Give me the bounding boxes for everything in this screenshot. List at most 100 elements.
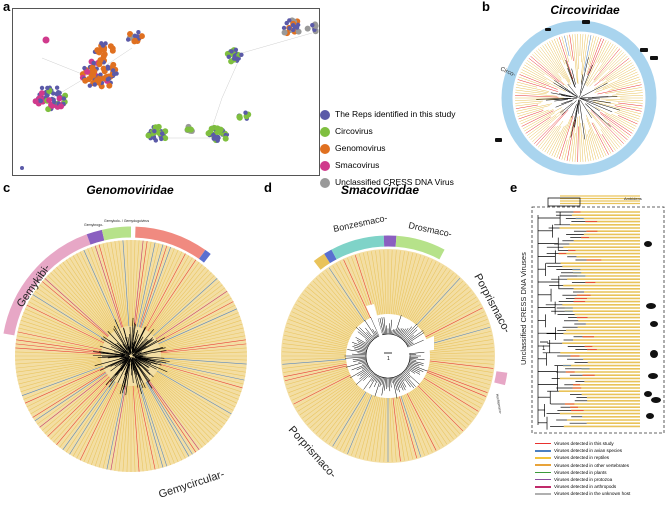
- clade-label-small2: Gemykolo- / Gemyduguivirus: [104, 219, 149, 223]
- panel-c-title: Genomoviridae: [86, 183, 174, 197]
- legend-label: Viruses detected in arthropods: [554, 484, 617, 490]
- network-node: [92, 82, 98, 87]
- legend-item: Viruses detected in other vertebrates: [535, 462, 630, 469]
- legend-label: Viruses detected in plants: [554, 469, 607, 475]
- panel-d-letter: d: [264, 180, 272, 195]
- legend-label: Viruses detected in other vertebrates: [554, 462, 629, 468]
- tree-branches: [537, 197, 588, 430]
- network-node: [215, 134, 221, 140]
- legend-item: Smacovirus: [320, 157, 455, 174]
- legend-dot: [320, 160, 330, 171]
- panel-b-title: Circoviridae: [550, 3, 620, 17]
- network-node: [98, 72, 103, 77]
- top-label: Ambidens: [624, 196, 642, 201]
- legend-label: Genomovirus: [335, 143, 386, 153]
- clade-label-bonzesmaco: Bonzesmaco-: [332, 213, 388, 234]
- network-plot: [12, 8, 320, 176]
- genomoviridae-tree: Gemykibi- Gemycircular- Gemykrogo- Gemyk…: [3, 219, 249, 501]
- legend-label: The Reps identified in this study: [335, 109, 456, 119]
- legend-item: Circovirus: [320, 123, 455, 140]
- network-node: [304, 25, 311, 32]
- network-node: [236, 113, 243, 120]
- network-node: [110, 61, 117, 68]
- network-node: [84, 68, 91, 75]
- network-node: [215, 138, 220, 143]
- clade-label-small: Huchismaco-: [495, 393, 503, 415]
- network-node: [107, 43, 114, 50]
- host-legend: Viruses detected in this study Viruses d…: [535, 440, 630, 498]
- clade-label-drosmaco: Drosmaco-: [408, 220, 453, 239]
- network-node: [39, 85, 45, 91]
- network-node: [233, 47, 239, 53]
- legend-label: Viruses detected in reptiles: [554, 455, 610, 461]
- network-node: [38, 98, 44, 104]
- network-node: [287, 26, 292, 31]
- network-node: [131, 37, 138, 44]
- network-node: [38, 90, 45, 97]
- network-node: [61, 96, 67, 101]
- scale-label: 1: [542, 346, 546, 352]
- legend-label: Viruses detected in avian species: [554, 448, 623, 454]
- network-node: [44, 93, 49, 98]
- side-label: Unclassified CRESS DNA Viruses: [520, 252, 528, 365]
- legend-item: Viruses detected in avian species: [535, 447, 630, 454]
- smacoviridae-tree: 1 Bonzesmaco- Drosmaco- Porprismaco- Por…: [279, 213, 512, 481]
- legend-label: Viruses detected in the unknown host: [554, 491, 631, 497]
- legend-item: Viruses detected in the unknown host: [535, 490, 630, 497]
- network-node: [211, 132, 216, 138]
- legend-item: Viruses detected in reptiles: [535, 454, 630, 461]
- network-node: [57, 90, 62, 96]
- network-node: [162, 135, 169, 142]
- host-silhouettes: [644, 241, 661, 419]
- network-node: [153, 138, 158, 143]
- panel-b-letter: b: [482, 0, 490, 14]
- host-silhouettes: [495, 20, 658, 142]
- legend-label: Viruses detected in protozoa: [554, 476, 613, 482]
- network-node: [46, 97, 53, 104]
- legend-item: Viruses detected in plants: [535, 469, 630, 476]
- legend-dot: [320, 109, 330, 120]
- scale-label: 1: [387, 356, 390, 362]
- clade-label-small1: Gemykrogo-: [84, 223, 104, 227]
- network-node: [48, 101, 55, 108]
- network-node: [45, 106, 52, 113]
- network-node: [54, 85, 60, 90]
- network-node: [243, 110, 248, 115]
- legend-dot: [320, 126, 330, 137]
- network-node: [87, 83, 93, 88]
- tree-background: [514, 33, 644, 163]
- network-node: [159, 131, 165, 136]
- network-node: [138, 33, 145, 40]
- tree-branches: [282, 250, 494, 462]
- legend-label: Viruses detected in this study: [554, 441, 614, 446]
- network-node: [229, 49, 234, 54]
- network-node: [82, 77, 89, 84]
- network-node: [20, 166, 24, 170]
- network-node: [101, 68, 108, 75]
- legend-label: Unclassified CRESS DNA Virus: [335, 177, 454, 187]
- network-node: [106, 82, 113, 89]
- network-node: [281, 29, 288, 36]
- network-node: [99, 41, 104, 46]
- circoviridae-tree: Circo-: [495, 20, 658, 176]
- network-legend: The Reps identified in this study Circov…: [320, 106, 455, 191]
- network-frame: [12, 8, 320, 176]
- network-node: [89, 64, 96, 71]
- network-node: [281, 25, 287, 31]
- clade-ring: [3, 226, 211, 336]
- network-node: [105, 66, 111, 71]
- network-node: [32, 98, 39, 105]
- network-node: [136, 29, 141, 35]
- network-node: [125, 37, 131, 42]
- network-node: [188, 126, 195, 133]
- network-node: [58, 103, 65, 110]
- network-node: [91, 60, 96, 66]
- legend-item: Genomovirus: [320, 140, 455, 157]
- tree-tips: [558, 195, 640, 428]
- legend-label: Smacovirus: [335, 160, 380, 170]
- legend-item: Viruses detected in arthropods: [535, 483, 630, 490]
- network-node: [94, 47, 101, 54]
- network-node: [205, 130, 212, 137]
- network-node: [231, 56, 237, 61]
- network-node: [290, 23, 296, 28]
